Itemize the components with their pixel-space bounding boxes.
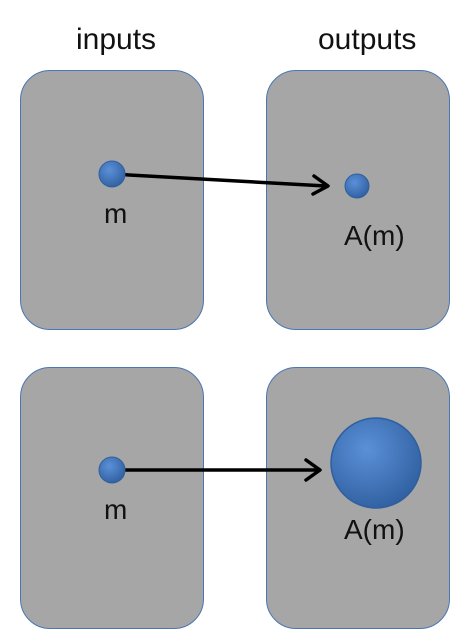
inputs-heading: inputs (76, 23, 157, 56)
top-input-label: m (104, 198, 128, 229)
top-input-panel (20, 70, 204, 330)
bottom-output-label: A(m) (344, 514, 405, 545)
bottom-output-panel (266, 367, 450, 629)
bottom-input-label: m (104, 494, 128, 525)
outputs-heading: outputs (318, 23, 417, 56)
top-output-panel (266, 70, 450, 330)
top-output-label: A(m) (344, 220, 405, 251)
bottom-input-panel (20, 367, 204, 629)
